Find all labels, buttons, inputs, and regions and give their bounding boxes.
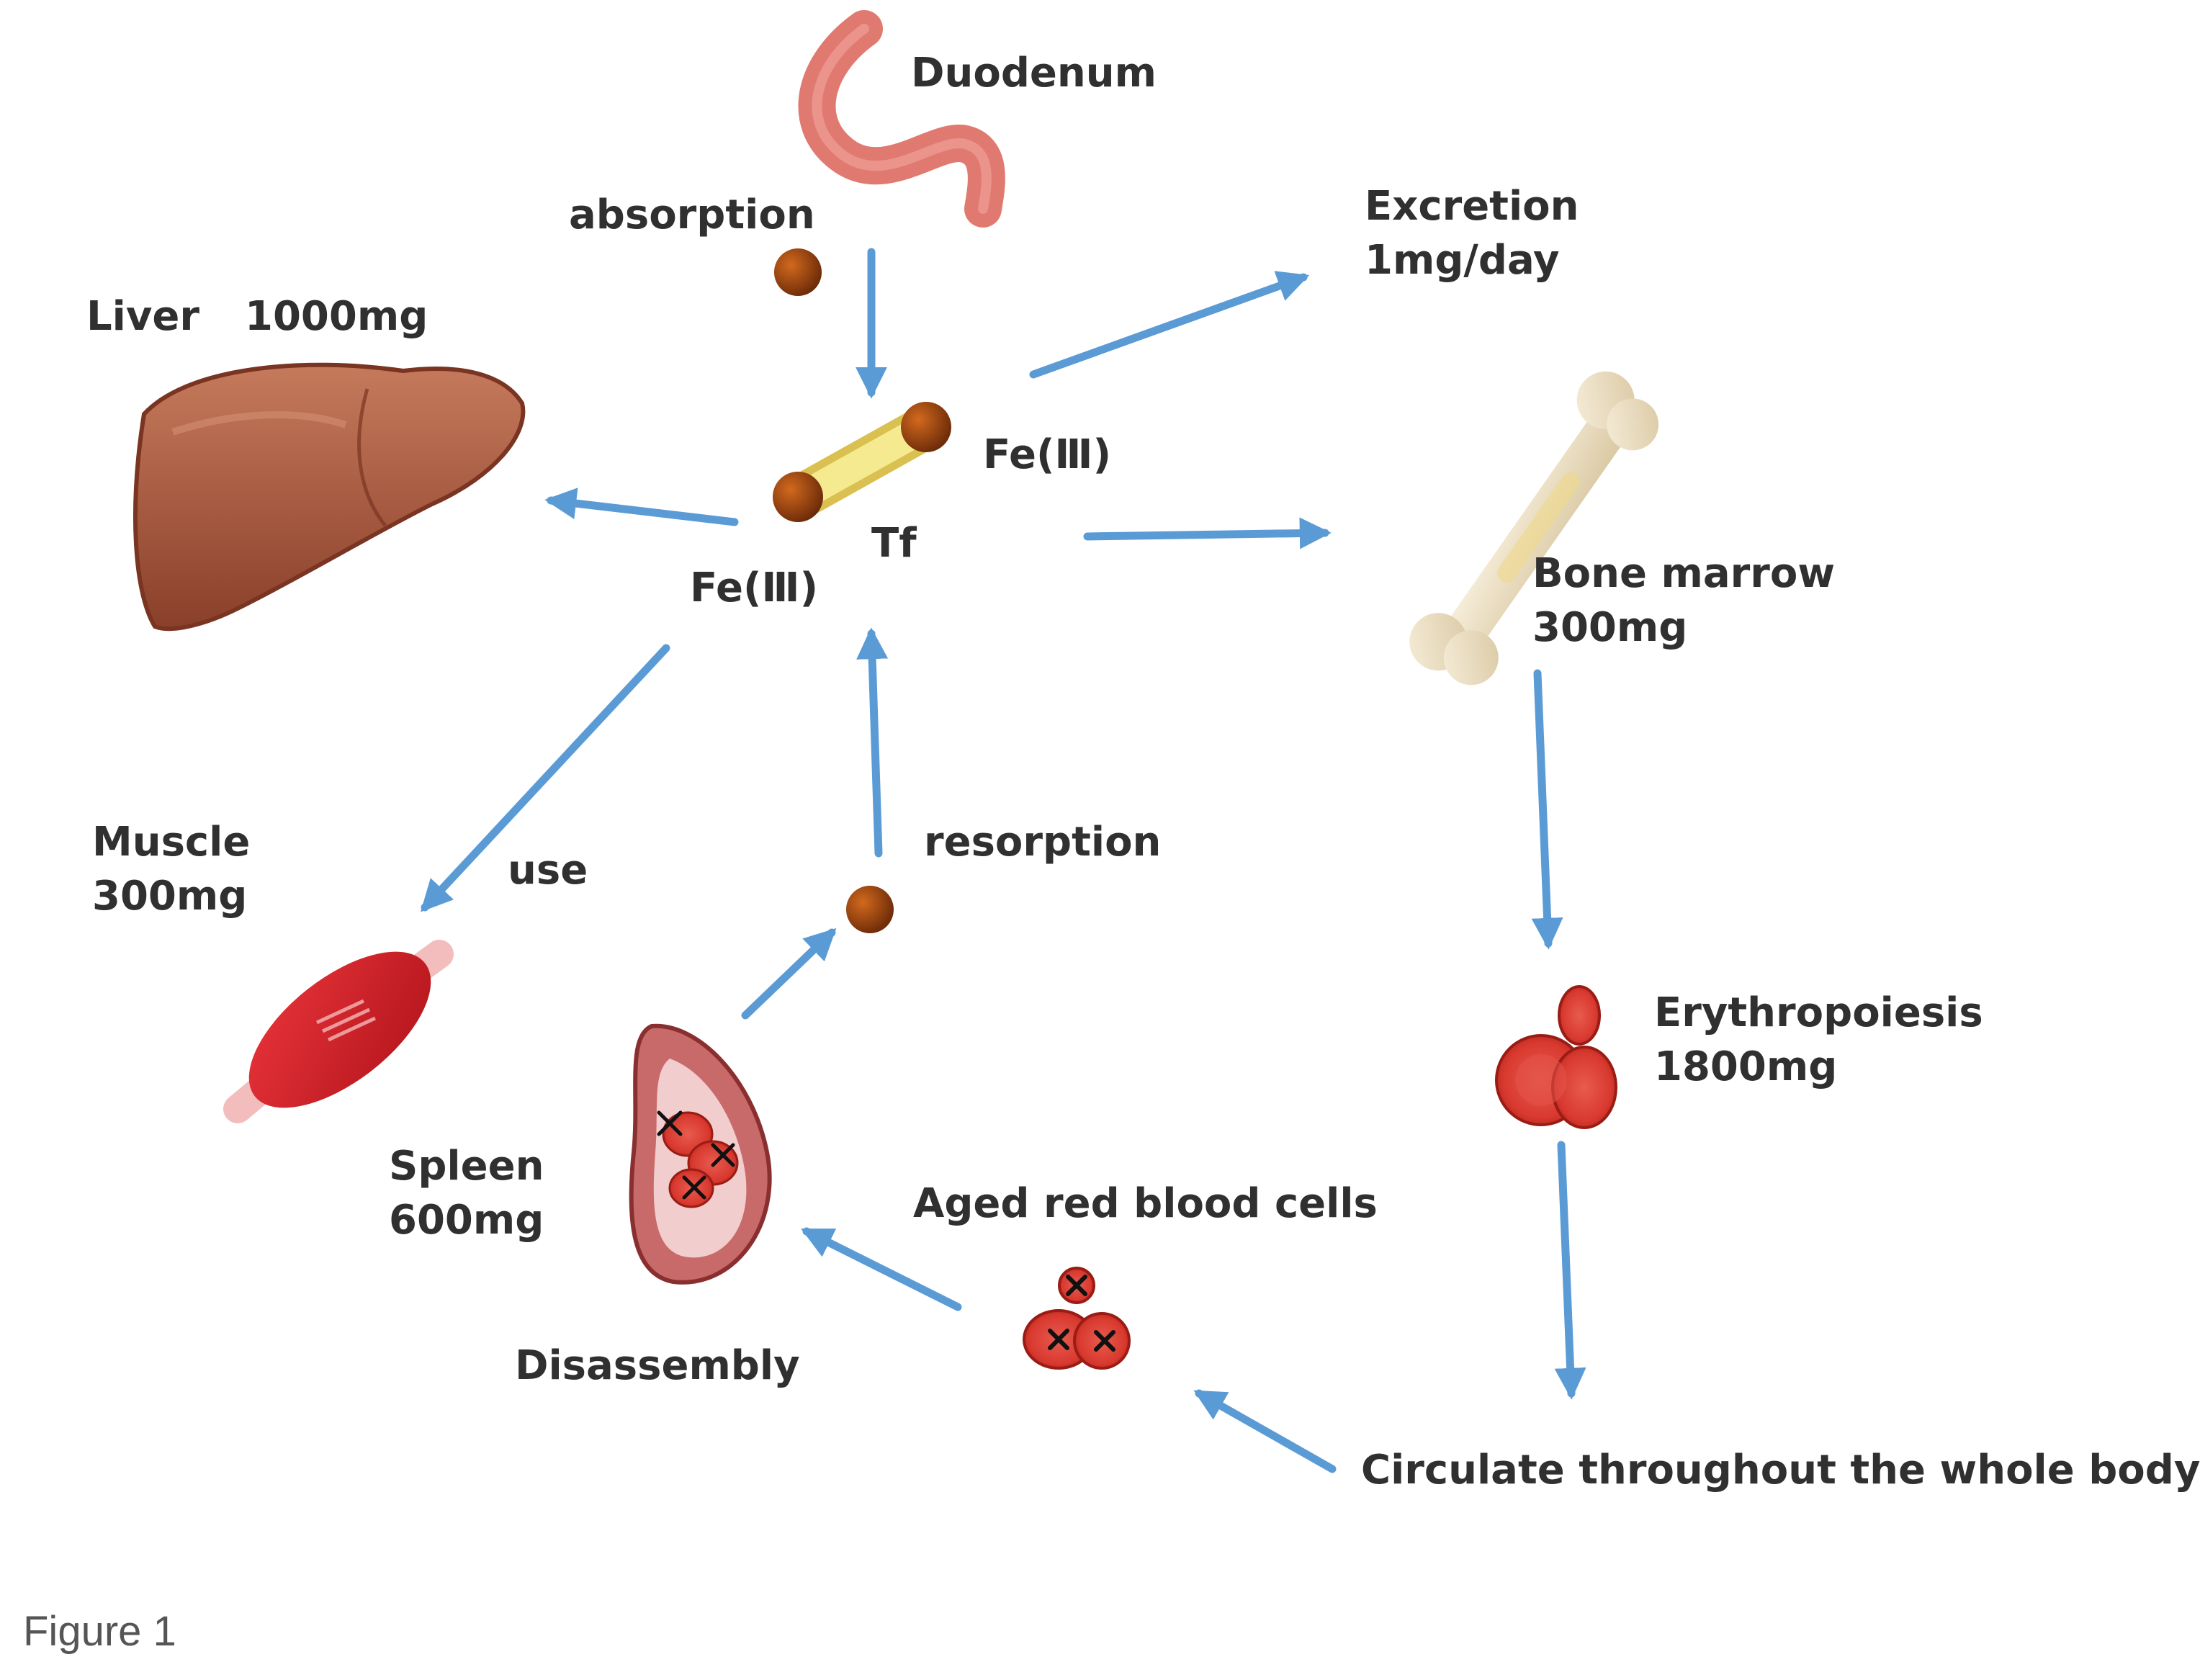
label-bone-marrow-amount: 300mg <box>1532 604 1688 651</box>
label-circulate: Circulate throughout the whole body <box>1361 1447 2200 1493</box>
arrow-aged-to-spleen <box>801 1227 962 1311</box>
arrow-to-bone-marrow <box>1083 517 1332 549</box>
label-erythropoiesis: Erythropoiesis <box>1654 989 1983 1036</box>
arrow-excretion <box>1029 271 1310 379</box>
arrow-bone-to-erythropoiesis <box>1531 669 1563 950</box>
arrow-to-muscle <box>421 644 670 912</box>
label-spleen: Spleen <box>389 1143 544 1190</box>
arrow-spleen-to-resorption <box>741 927 837 1020</box>
label-duodenum: Duodenum <box>911 50 1157 96</box>
aged-rbc-illustration <box>1023 1267 1131 1370</box>
iron-particle-absorption <box>774 248 822 296</box>
label-liver: Liver <box>86 293 199 340</box>
muscle-illustration <box>223 940 454 1123</box>
transferrin-iron-complex <box>773 402 951 522</box>
arrow-erythropoiesis-to-circulate <box>1554 1141 1586 1400</box>
label-tf: Tf <box>871 520 917 567</box>
label-erythropoiesis-amount: 1800mg <box>1654 1043 1838 1090</box>
label-bone-marrow: Bone marrow <box>1532 550 1836 597</box>
label-absorption: absorption <box>569 192 815 238</box>
label-excretion: Excretion <box>1365 183 1579 230</box>
label-use: use <box>508 847 588 894</box>
figure-caption: Figure 1 <box>23 1608 176 1655</box>
label-excretion-amount: 1mg/day <box>1365 237 1560 284</box>
bone-illustration <box>1409 371 1659 686</box>
spleen-illustration <box>629 1023 772 1285</box>
label-spleen-amount: 600mg <box>389 1197 544 1244</box>
liver-illustration <box>133 362 526 632</box>
arrow-to-liver <box>544 488 739 526</box>
label-muscle: Muscle <box>92 819 251 866</box>
iron-particle-resorption <box>846 886 894 933</box>
label-fe-bottom: Fe(Ⅲ) <box>690 565 819 611</box>
duodenum-illustration <box>798 10 1005 228</box>
label-liver-amount: 1000mg <box>245 293 428 340</box>
label-fe-top: Fe(Ⅲ) <box>983 431 1112 478</box>
arrows <box>421 248 1586 1473</box>
label-aged-rbc: Aged red blood cells <box>913 1180 1378 1227</box>
label-muscle-amount: 300mg <box>92 873 248 920</box>
arrow-circulate-to-aged <box>1193 1389 1337 1473</box>
arrow-resorption <box>856 627 889 858</box>
erythrocytes-illustration <box>1495 985 1617 1129</box>
label-disassembly: Disassembly <box>515 1342 800 1389</box>
label-resorption: resorption <box>924 819 1162 866</box>
